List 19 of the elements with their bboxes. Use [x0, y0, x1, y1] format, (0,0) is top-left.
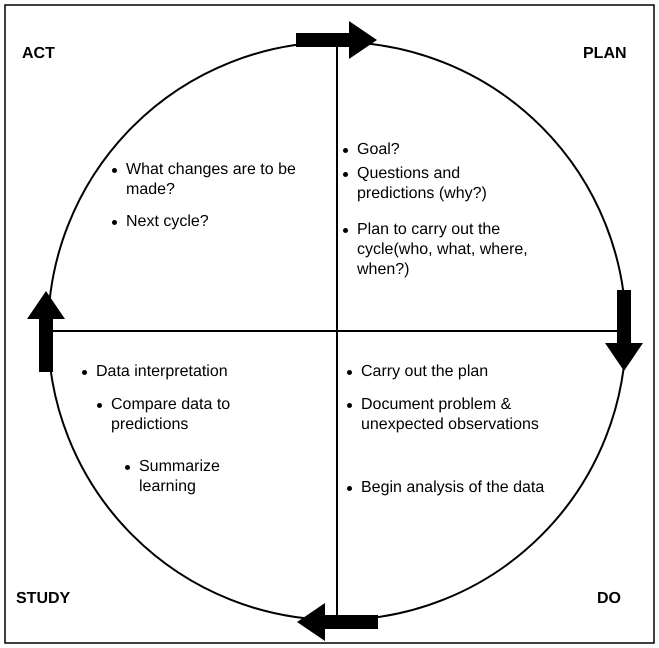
bullet-text: Summarize learning [139, 458, 220, 495]
bullet-text: What changes are to be made? [126, 161, 296, 198]
bullet-text: Begin analysis of the data [361, 479, 544, 496]
bullet-text: Next cycle? [126, 213, 209, 230]
bullet-text: Plan to carry out the cycle(who, what, where, when?) [357, 221, 528, 278]
bullet-text: Data interpretation [96, 363, 228, 380]
cycle-arrow [296, 21, 377, 59]
phase-heading: DO [597, 590, 621, 608]
cycle-arrow [27, 291, 65, 372]
bullet-text: Goal? [357, 141, 400, 158]
bullet-text: Compare data to predictions [111, 396, 230, 433]
phase-heading: STUDY [16, 590, 70, 608]
cycle-arrow [297, 603, 378, 641]
bullet-text: Document problem & unexpected observations [361, 396, 539, 433]
bullet-text: Carry out the plan [361, 363, 488, 380]
phase-heading: PLAN [583, 45, 627, 63]
cycle-arrow [605, 290, 643, 371]
bullet-text: Questions and predictions (why?) [357, 165, 487, 202]
phase-heading: ACT [22, 45, 55, 63]
